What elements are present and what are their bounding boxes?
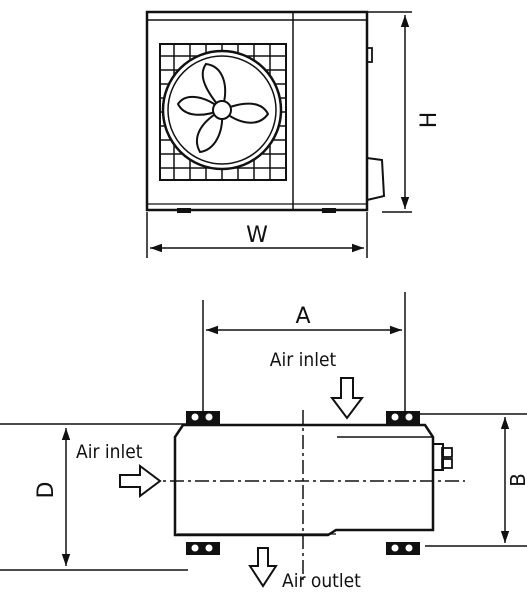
dimension-lines-front: [146, 11, 412, 258]
fan-icon: [161, 49, 283, 171]
service-valves: [433, 443, 453, 471]
mounting-foot: [186, 411, 220, 424]
mount-spacing-label: A: [295, 304, 310, 329]
mounting-feet: [186, 411, 420, 555]
depth-label: D: [34, 482, 59, 499]
front-view: [145, 10, 386, 213]
service-valve-cover: [366, 157, 386, 201]
unit-cabinet: [145, 10, 369, 212]
mounting-foot: [386, 411, 420, 424]
side-dim-label: B: [506, 473, 527, 487]
air-inlet-top-label: Air inlet: [270, 349, 337, 371]
air-outlet-arrow-icon: [248, 547, 278, 588]
dimension-lines-top: [61, 325, 510, 566]
top-view: [0, 292, 527, 580]
air-inlet-side-arrow-icon: [119, 464, 162, 498]
width-label: W: [246, 223, 268, 248]
height-label: H: [417, 112, 442, 129]
air-inlet-top-arrow-icon: [330, 377, 364, 420]
air-outlet-label: Air outlet: [282, 570, 361, 592]
air-inlet-side-label: Air inlet: [76, 441, 143, 463]
mounting-foot: [186, 542, 220, 555]
mounting-foot: [386, 542, 420, 555]
unit-body-top-view: [173, 423, 435, 537]
